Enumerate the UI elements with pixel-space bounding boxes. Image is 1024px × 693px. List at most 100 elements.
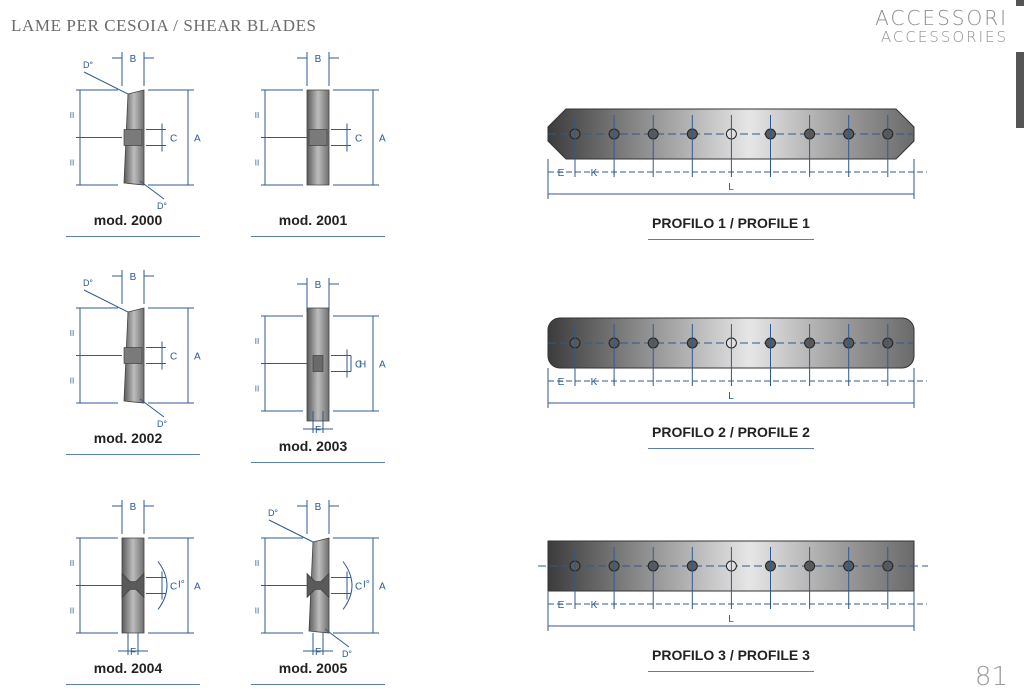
a-label: A: [194, 352, 201, 363]
half-label: II: [255, 337, 259, 346]
f-label: F: [130, 647, 136, 658]
blade-bore: [123, 129, 143, 146]
section-tab-marker: [1016, 0, 1024, 128]
b-label: B: [315, 280, 322, 291]
c-label: C: [170, 582, 177, 593]
i-label: I°: [178, 580, 185, 591]
e-label: E: [558, 600, 565, 611]
category-title-en: ACCESSORIES: [880, 28, 1008, 46]
section-title: LAME PER CESOIA / SHEAR BLADES: [11, 16, 317, 35]
model-caption-rule: [251, 684, 385, 685]
half-label: II: [255, 559, 259, 568]
profile-caption: PROFILO 3 / PROFILE 3: [652, 647, 810, 663]
d-top-line: [83, 289, 129, 313]
blade-bore: [306, 572, 330, 599]
k-label: K: [591, 168, 598, 179]
blade-bore: [121, 572, 145, 599]
c-label: C: [355, 134, 362, 145]
model-drawing-mod-2002: B A C II II D° D°: [70, 270, 201, 429]
a-label: A: [379, 360, 386, 371]
i-angle-arc: [342, 561, 353, 610]
section-tab-top: [1016, 0, 1024, 6]
d-bottom-line: [139, 398, 165, 418]
b-label: B: [315, 54, 322, 65]
h-label: H: [359, 360, 366, 371]
a-label: A: [379, 582, 386, 593]
d-bottom-label: D°: [157, 201, 167, 211]
l-label: L: [728, 614, 734, 625]
half-label: II: [70, 158, 74, 167]
i-angle-arc: [157, 561, 168, 610]
profile-drawing-3: E K L: [538, 540, 928, 631]
half-label: II: [255, 111, 259, 120]
half-label: II: [255, 384, 259, 393]
model-caption: mod. 2003: [278, 438, 348, 454]
model-caption: mod. 2000: [93, 212, 163, 228]
l-label: L: [728, 182, 734, 193]
b-label: B: [130, 502, 137, 513]
profile-caption: PROFILO 1 / PROFILE 1: [652, 215, 810, 231]
half-label: II: [255, 158, 259, 167]
f-label: F: [315, 647, 321, 658]
page-number: 81: [974, 662, 1008, 692]
profile-caption-rule: [648, 448, 814, 449]
half-label: II: [70, 111, 74, 120]
a-label: A: [194, 134, 201, 145]
model-caption: mod. 2001: [278, 212, 348, 228]
profile-drawing-1: E K L: [547, 108, 927, 199]
profile-caption: PROFILO 2 / PROFILE 2: [652, 424, 810, 440]
model-drawing-mod-2004: B A C II II F I°: [70, 500, 201, 658]
category-heading: ACCESSORI ACCESSORIES: [875, 8, 1008, 45]
d-top-label: D°: [83, 278, 93, 288]
blade-bore: [123, 347, 143, 364]
profile-caption-rule: [648, 239, 814, 240]
b-label: B: [130, 272, 137, 283]
profile-caption-rule: [648, 671, 814, 672]
e-label: E: [558, 377, 565, 388]
half-label: II: [70, 329, 74, 338]
blade-bore: [312, 355, 324, 372]
section-tab-active: [1016, 52, 1024, 128]
c-label: C: [170, 352, 177, 363]
l-label: L: [728, 391, 734, 402]
model-caption-rule: [251, 236, 385, 237]
d-top-line: [83, 71, 129, 95]
model-drawing-mod-2001: B A C II II: [255, 52, 386, 186]
c-label: C: [170, 134, 177, 145]
model-caption: mod. 2002: [93, 430, 163, 446]
a-label: A: [379, 134, 386, 145]
half-label: II: [70, 606, 74, 615]
e-label: E: [558, 168, 565, 179]
b-label: B: [130, 54, 137, 65]
profile-drawing-2: E K L: [547, 317, 927, 408]
half-label: II: [255, 606, 259, 615]
b-label: B: [315, 502, 322, 513]
k-label: K: [591, 377, 598, 388]
half-label: II: [70, 559, 74, 568]
d-top-label: D°: [83, 60, 93, 70]
model-caption-rule: [66, 684, 200, 685]
model-caption-rule: [66, 236, 200, 237]
category-title-it: ACCESSORI: [875, 6, 1008, 30]
d-bottom-line: [324, 628, 350, 648]
i-label: I°: [363, 580, 370, 591]
half-label: II: [70, 376, 74, 385]
model-drawing-mod-2000: B A C II II D° D°: [70, 52, 201, 211]
model-caption-rule: [251, 462, 385, 463]
model-caption: mod. 2005: [278, 660, 348, 676]
a-label: A: [194, 582, 201, 593]
c-label: C: [355, 360, 362, 371]
f-label: F: [315, 425, 321, 436]
blade-bore: [308, 129, 328, 146]
model-caption-rule: [66, 454, 200, 455]
d-top-label: D°: [268, 508, 278, 518]
k-label: K: [591, 600, 598, 611]
d-top-line: [268, 519, 314, 543]
d-bottom-line: [139, 180, 165, 200]
model-drawing-mod-2003: B A C II II H F: [255, 278, 386, 436]
d-bottom-label: D°: [342, 649, 352, 659]
model-caption: mod. 2004: [93, 660, 163, 676]
d-bottom-label: D°: [157, 419, 167, 429]
